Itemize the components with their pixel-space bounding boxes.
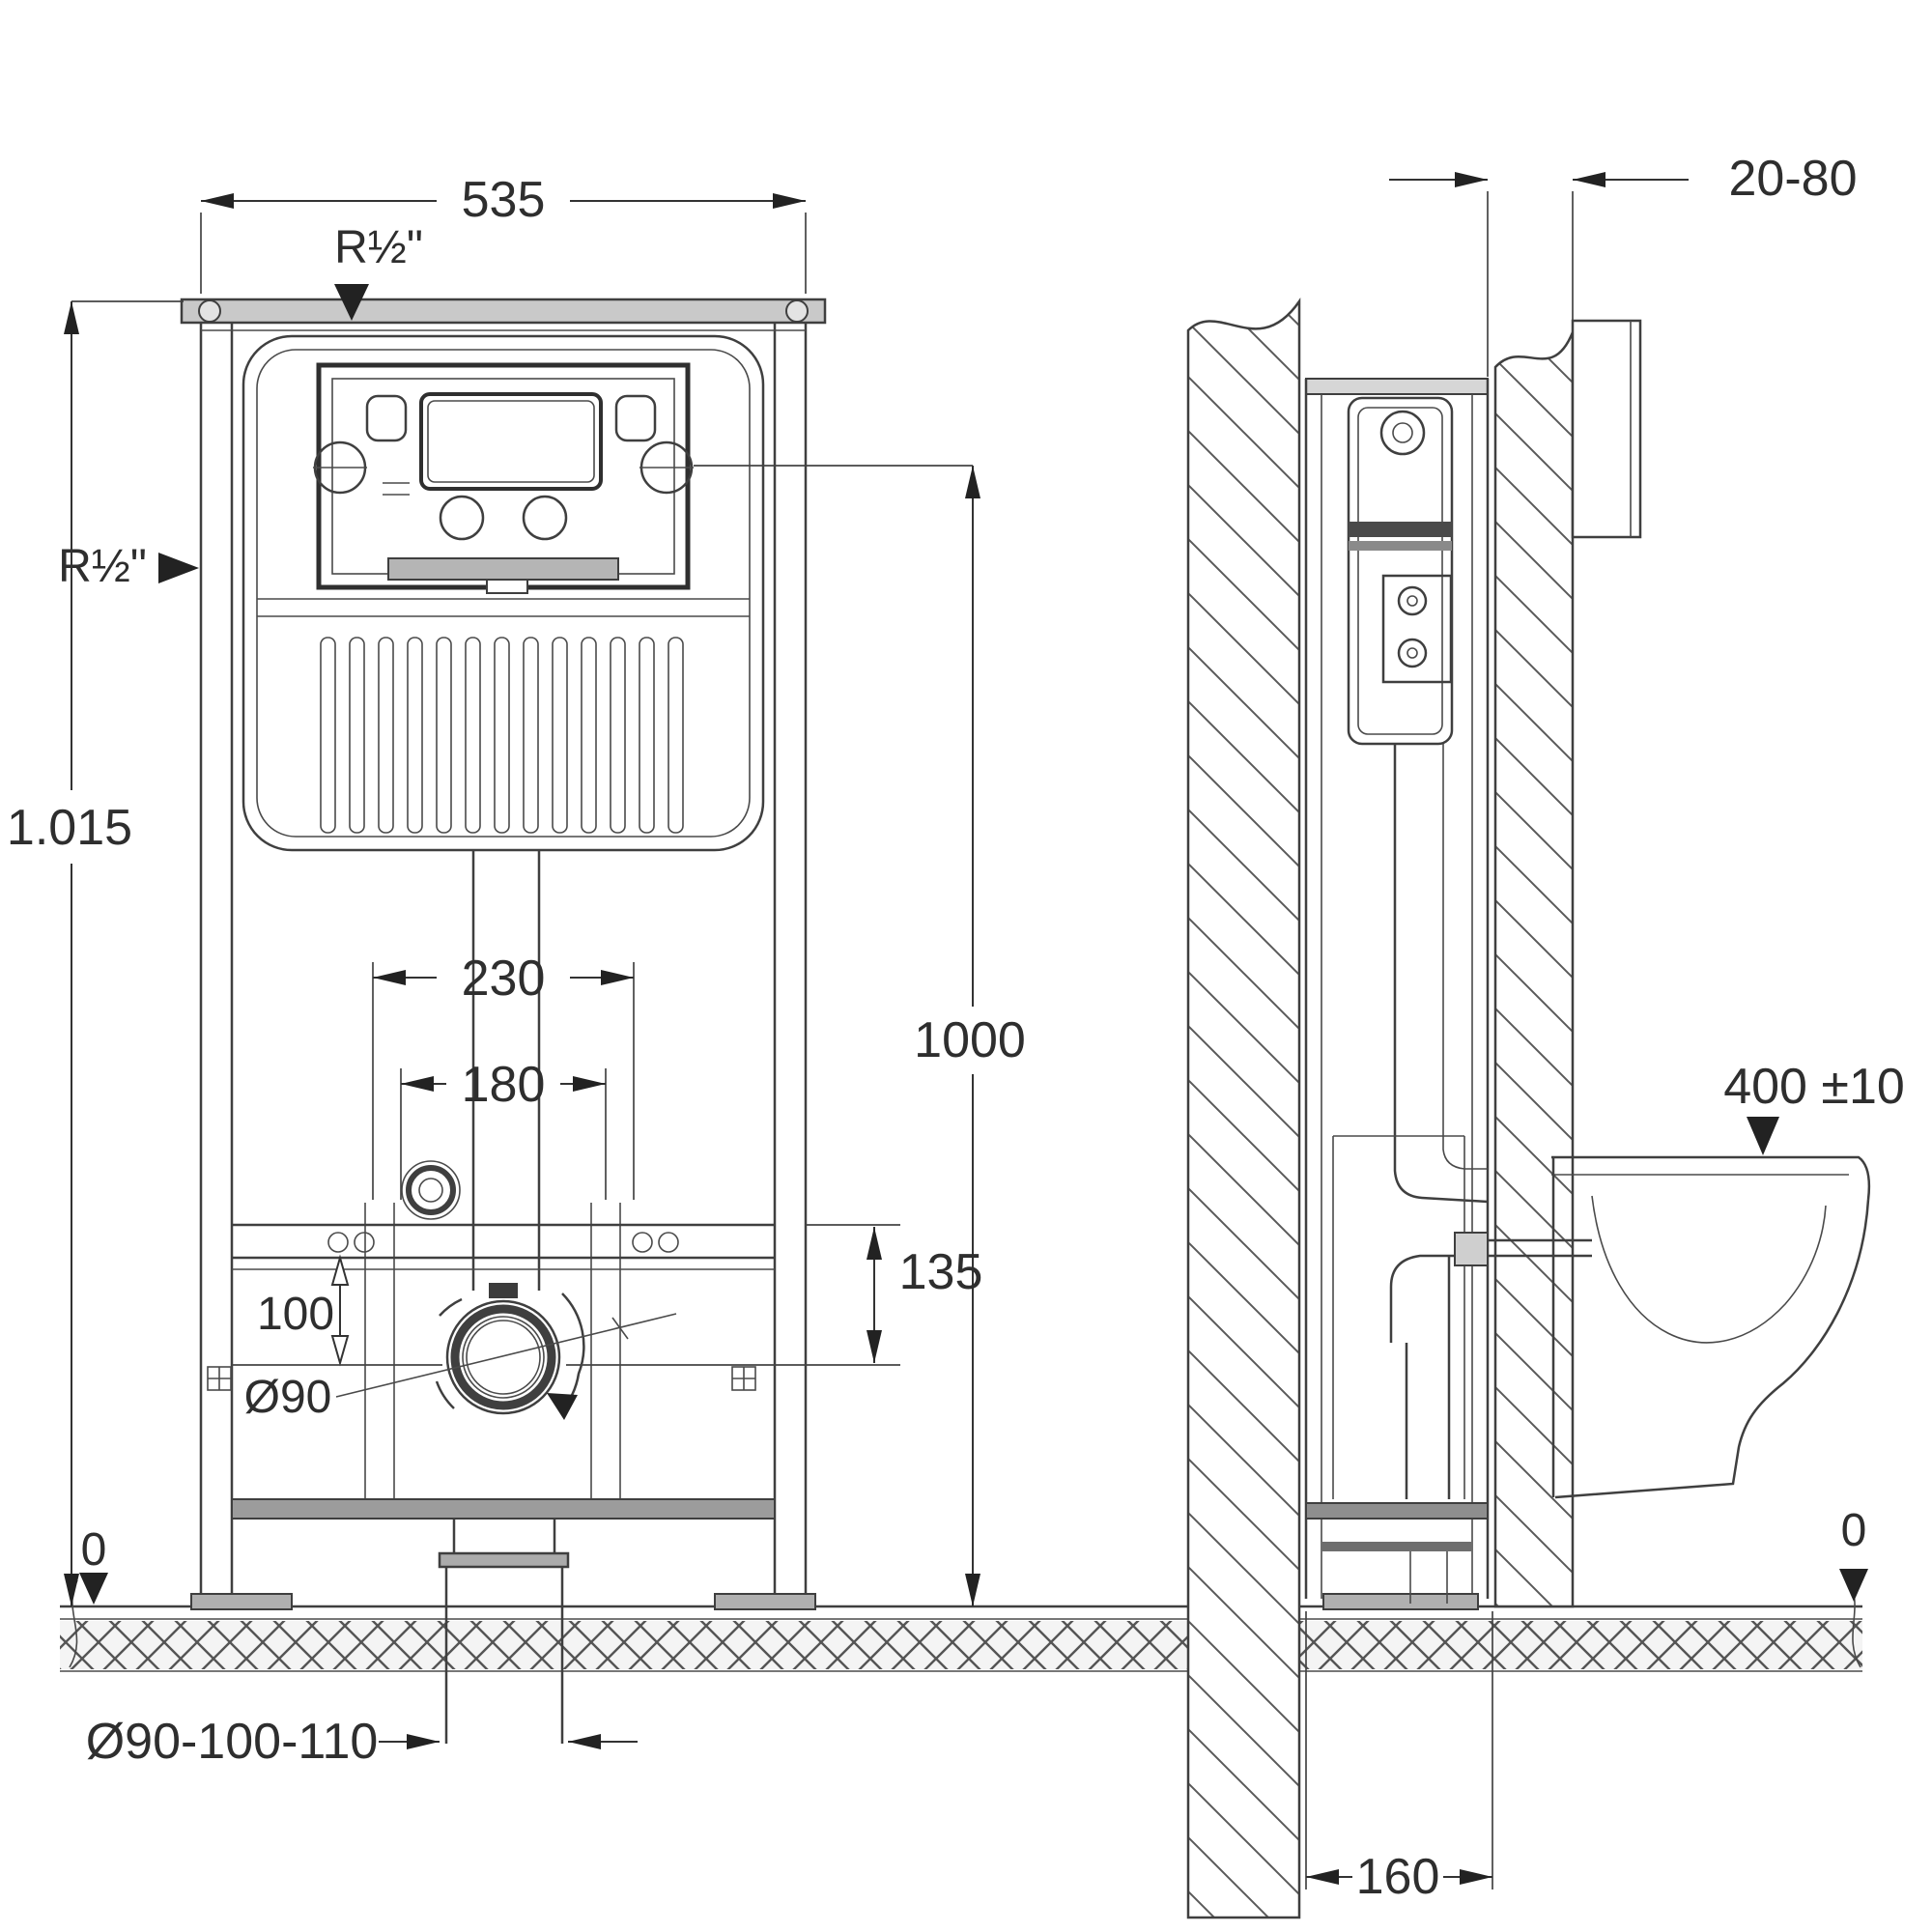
dimension-230: 230 xyxy=(372,951,635,1200)
floor-level-side-label: 0 xyxy=(1841,1505,1867,1556)
bracket-screw-bottom xyxy=(1397,638,1428,668)
bolt-hole xyxy=(658,1232,679,1253)
fixing-rod xyxy=(1454,1232,1592,1266)
drain-clip-left-top xyxy=(439,1297,463,1317)
rough-wall xyxy=(1186,298,1301,1919)
panel-port-right xyxy=(614,394,657,442)
drain-clip-top xyxy=(489,1283,518,1298)
dimension-drain-diameter: Ø90 xyxy=(244,1313,677,1423)
front-view xyxy=(180,298,827,1744)
lower-struts xyxy=(364,1203,621,1499)
inlet-side-label: R½" xyxy=(58,541,147,592)
dimension-100: 100 xyxy=(257,1254,350,1367)
overall-height-label: 1.015 xyxy=(7,800,132,856)
dimension-1015: 1.015 xyxy=(7,300,184,1606)
dimension-floor-zero-front: 0 xyxy=(79,1524,108,1605)
bolt-hole xyxy=(354,1232,375,1253)
bottom-crossmember-side xyxy=(1305,1502,1489,1520)
fixing-point-left xyxy=(207,1366,232,1391)
fixing-span-label: 230 xyxy=(462,951,546,1007)
actuator-box-side xyxy=(1571,319,1642,539)
drain-offset-label: 135 xyxy=(899,1244,983,1300)
dim-width-label: 535 xyxy=(462,172,546,228)
actuator-panel xyxy=(313,362,694,594)
panel-hole-right xyxy=(522,495,568,541)
frame-depth-label: 160 xyxy=(1356,1849,1440,1905)
corner-screw-left xyxy=(198,299,221,323)
outlet-diameters-label: Ø90-100-110 xyxy=(86,1714,379,1770)
panel-port-left xyxy=(365,394,408,442)
dimension-r-half-left: R½" xyxy=(58,541,199,592)
floor-level-front-label: 0 xyxy=(81,1524,107,1576)
outlet-pipe xyxy=(438,1519,570,1744)
fixing-point-right xyxy=(731,1366,756,1391)
bolt-hole xyxy=(327,1232,349,1253)
bolt-hole xyxy=(632,1232,653,1253)
side-view xyxy=(1186,298,1871,1919)
panel-hole-left xyxy=(439,495,485,541)
dimension-535: 535 xyxy=(200,172,807,294)
pipe-span-label: 180 xyxy=(462,1057,546,1113)
dimension-400: 400 ±10 xyxy=(1723,1059,1905,1155)
cistern-seam-dark xyxy=(1349,522,1452,537)
cistern-side xyxy=(1347,396,1454,746)
drain-clip-left-bottom xyxy=(435,1380,455,1409)
flush-window xyxy=(419,392,603,491)
flush-pipe-side xyxy=(1332,744,1489,1499)
dimension-r-half-top: R½" xyxy=(334,222,423,321)
floor-hatch xyxy=(60,1621,1862,1669)
toilet-bowl xyxy=(1551,1155,1871,1499)
frame-rails-side xyxy=(1304,378,1490,1610)
panel-notch xyxy=(486,579,528,594)
bottom-crossmember xyxy=(231,1498,776,1520)
frame-foot-left xyxy=(190,1593,293,1610)
fill-valve xyxy=(1379,410,1426,456)
cistern-front xyxy=(242,334,765,852)
wall-finish-thickness-label: 20-80 xyxy=(1729,151,1858,207)
frame-rails xyxy=(199,299,808,1599)
floor-section xyxy=(60,1577,1862,1672)
drain-assembly xyxy=(435,1283,585,1415)
dimension-floor-zero-side: 0 xyxy=(1839,1505,1868,1602)
drain-diameter-label: Ø90 xyxy=(244,1372,332,1423)
dimension-outlet-range: Ø90-100-110 xyxy=(86,1714,638,1770)
panel-bottom-bar xyxy=(387,557,619,581)
upper-crossbar xyxy=(232,1223,775,1270)
dimension-135: 135 xyxy=(232,1224,983,1366)
corner-screw-right xyxy=(785,299,809,323)
dimension-160: 160 xyxy=(1305,1611,1493,1905)
wall-finish-layer xyxy=(1493,331,1575,1608)
bottom-plate-side xyxy=(1321,1542,1472,1551)
cistern-seam-light xyxy=(1349,541,1452,551)
bowl-height-label: 400 ±10 xyxy=(1723,1059,1905,1115)
frame-top-bar xyxy=(180,298,827,331)
dimension-1000: 1000 xyxy=(694,465,1026,1606)
cistern-ribs xyxy=(320,637,684,834)
inlet-top-label: R½" xyxy=(334,222,423,273)
dimension-180: 180 xyxy=(400,1057,607,1200)
inlet-offset-label: 100 xyxy=(257,1289,334,1340)
frame-foot-right xyxy=(714,1593,816,1610)
dimension-20-80: 20-80 xyxy=(1389,151,1858,377)
actuator-height-label: 1000 xyxy=(914,1012,1026,1068)
drain-side xyxy=(1305,1254,1489,1604)
frame-foot-side xyxy=(1322,1593,1479,1610)
water-supply-connection xyxy=(401,1160,461,1220)
mounting-bracket xyxy=(1381,574,1453,684)
flush-pipe-front xyxy=(471,850,541,1291)
bracket-screw-top xyxy=(1397,585,1428,616)
